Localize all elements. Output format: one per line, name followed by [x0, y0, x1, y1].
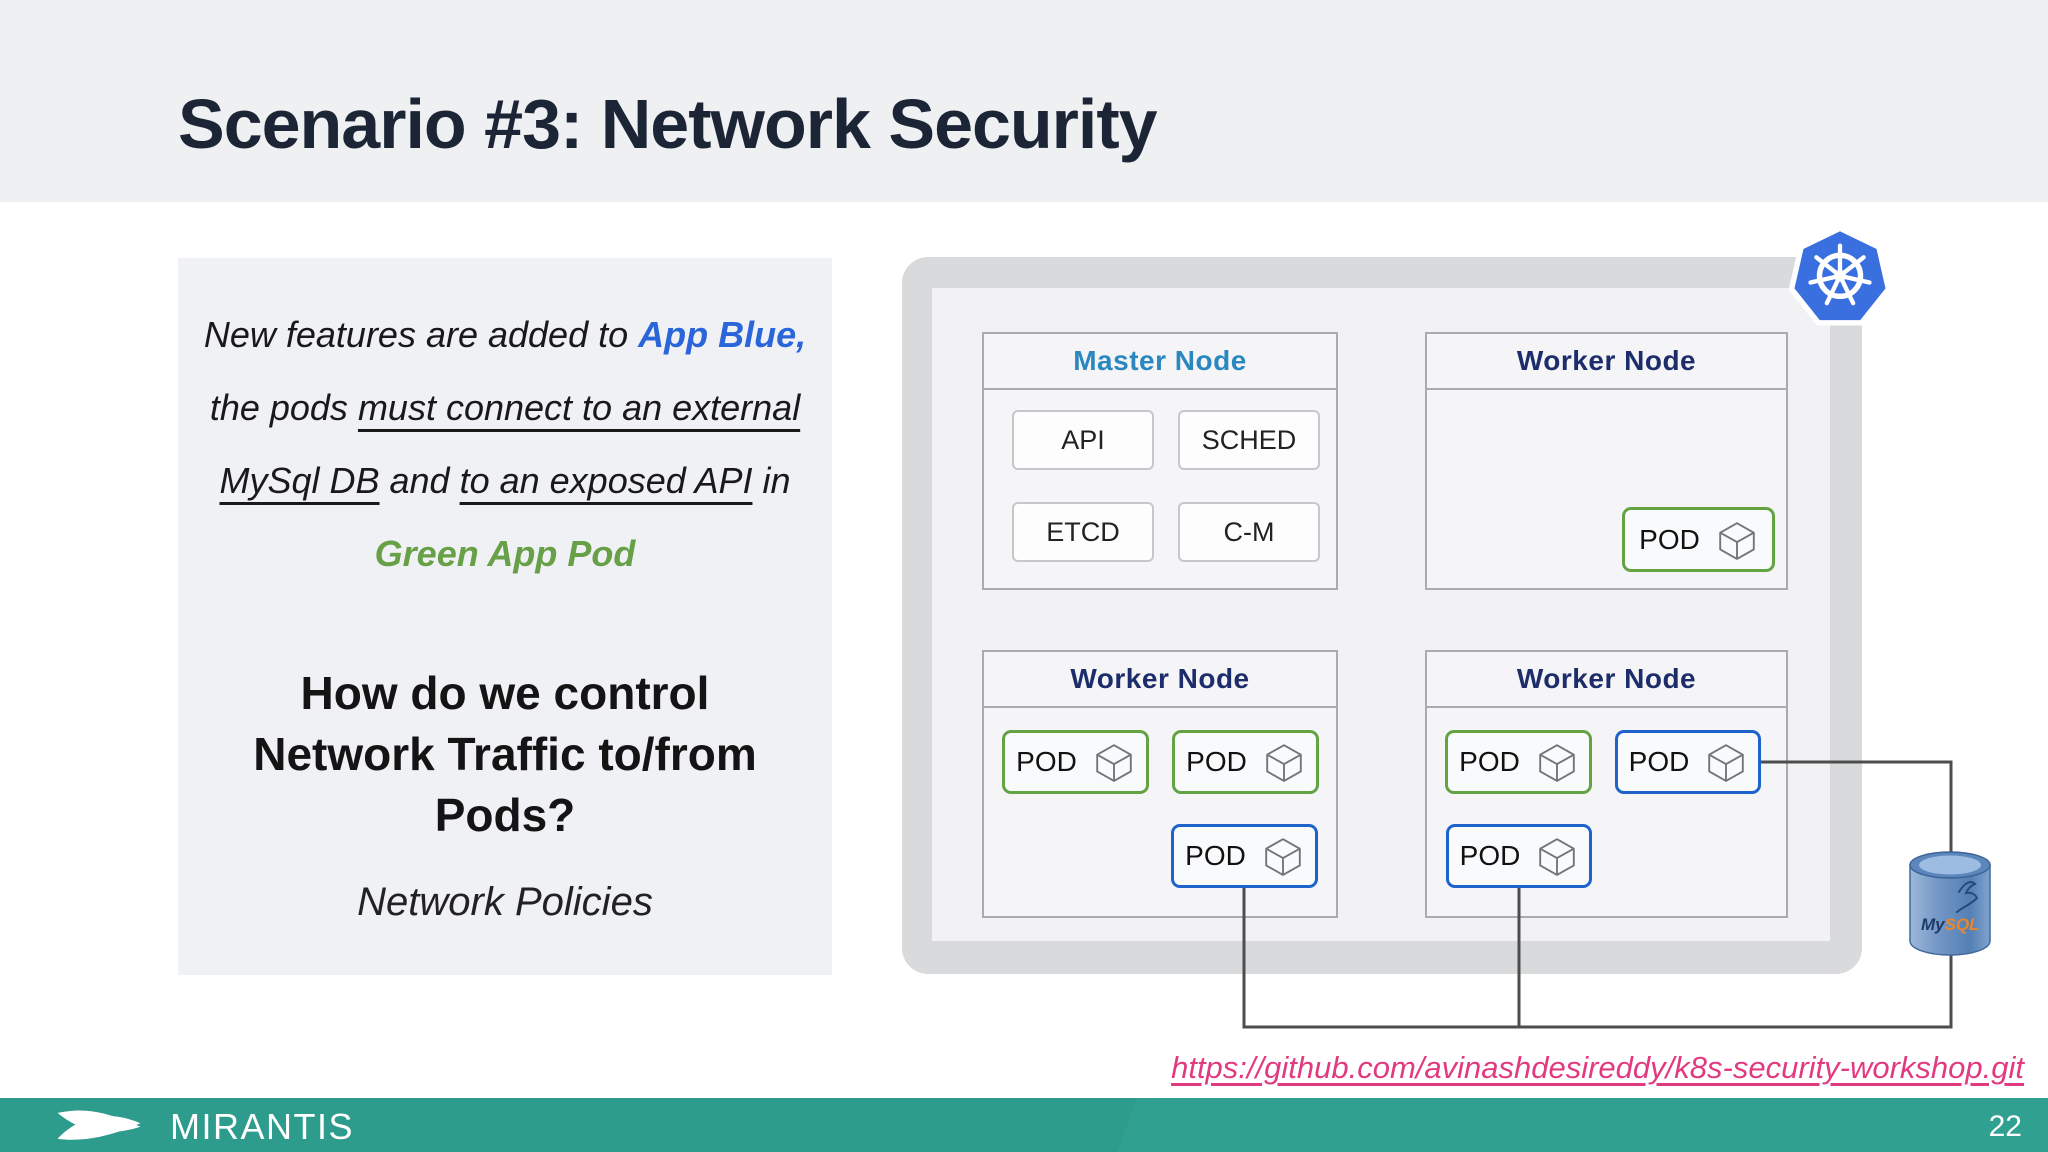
pod-green: POD — [1622, 507, 1775, 572]
app-blue-highlight: App Blue, — [638, 314, 807, 355]
pod-label: POD — [1186, 746, 1247, 777]
scenario-line2-underlined: must connect to an external — [357, 387, 801, 428]
worker-node-top-title: Worker Node — [1427, 334, 1786, 390]
page-number: 22 — [1988, 1110, 2022, 1143]
pod-label: POD — [1459, 840, 1521, 871]
question-line2: Network Traffic to/from — [253, 728, 757, 780]
component-etcd: ETCD — [1012, 502, 1154, 562]
pod-label: POD — [1628, 746, 1690, 777]
mirantis-brand-text: MIRANTIS — [170, 1106, 355, 1147]
exposed-api-underlined: to an exposed API — [459, 460, 753, 501]
scenario-text: New features are added to App Blue, the … — [188, 298, 822, 590]
page-title: Scenario #3: Network Security — [178, 85, 1158, 163]
question-text: How do we control Network Traffic to/fro… — [188, 663, 822, 846]
component-api: API — [1012, 410, 1154, 470]
kubernetes-logo-icon — [1788, 225, 1892, 326]
scenario-line3-mid: and — [379, 460, 460, 501]
mysql-db-underlined: MySql DB — [219, 460, 380, 501]
pod-label: POD — [1639, 523, 1700, 555]
cube-icon — [1266, 744, 1302, 782]
cube-icon — [1096, 744, 1132, 782]
scenario-line2-text: the pods — [209, 387, 358, 428]
cube-icon — [1539, 744, 1575, 782]
pod-blue: POD — [1171, 824, 1318, 888]
pod-green: POD — [1172, 730, 1319, 794]
question-line1: How do we control — [300, 667, 710, 719]
pod-label: POD — [1185, 840, 1246, 871]
mysql-database-icon: MySQL — [1909, 851, 1991, 956]
pod-label: POD — [1016, 746, 1077, 777]
repo-link[interactable]: https://github.com/avinashdesireddy/k8s-… — [1171, 1050, 2024, 1085]
scenario-panel: New features are added to App Blue, the … — [178, 258, 832, 975]
cube-icon — [1539, 838, 1576, 876]
master-node: Master Node API SCHED ETCD C-M — [982, 332, 1338, 590]
worker-node-bottom-right-title: Worker Node — [1427, 652, 1786, 708]
pod-blue: POD — [1446, 824, 1592, 888]
worker-node-bottom-left-title: Worker Node — [984, 652, 1336, 708]
answer-text: Network Policies — [357, 880, 653, 924]
cube-icon — [1708, 744, 1745, 782]
pod-blue: POD — [1615, 730, 1761, 794]
cube-icon — [1265, 838, 1301, 876]
pod-green: POD — [1445, 730, 1592, 794]
scenario-line1-text: New features are added to — [203, 314, 639, 355]
component-sched: SCHED — [1178, 410, 1320, 470]
scenario-line3-end: in — [752, 460, 791, 501]
pod-label: POD — [1459, 746, 1520, 777]
question-line3: Pods? — [434, 789, 576, 841]
title-band — [0, 0, 2048, 202]
pod-green: POD — [1002, 730, 1149, 794]
cube-icon — [1719, 521, 1755, 560]
mysql-text-sql: SQL — [1945, 915, 1980, 934]
green-app-pod-highlight: Green App Pod — [374, 533, 636, 574]
master-node-title: Master Node — [984, 334, 1336, 390]
component-cm: C-M — [1178, 502, 1320, 562]
mysql-text-my: My — [1921, 915, 1946, 934]
svg-text:MySQL: MySQL — [1921, 915, 1980, 934]
mirantis-logo-icon — [57, 1110, 141, 1140]
footer-bar — [0, 1098, 2048, 1152]
